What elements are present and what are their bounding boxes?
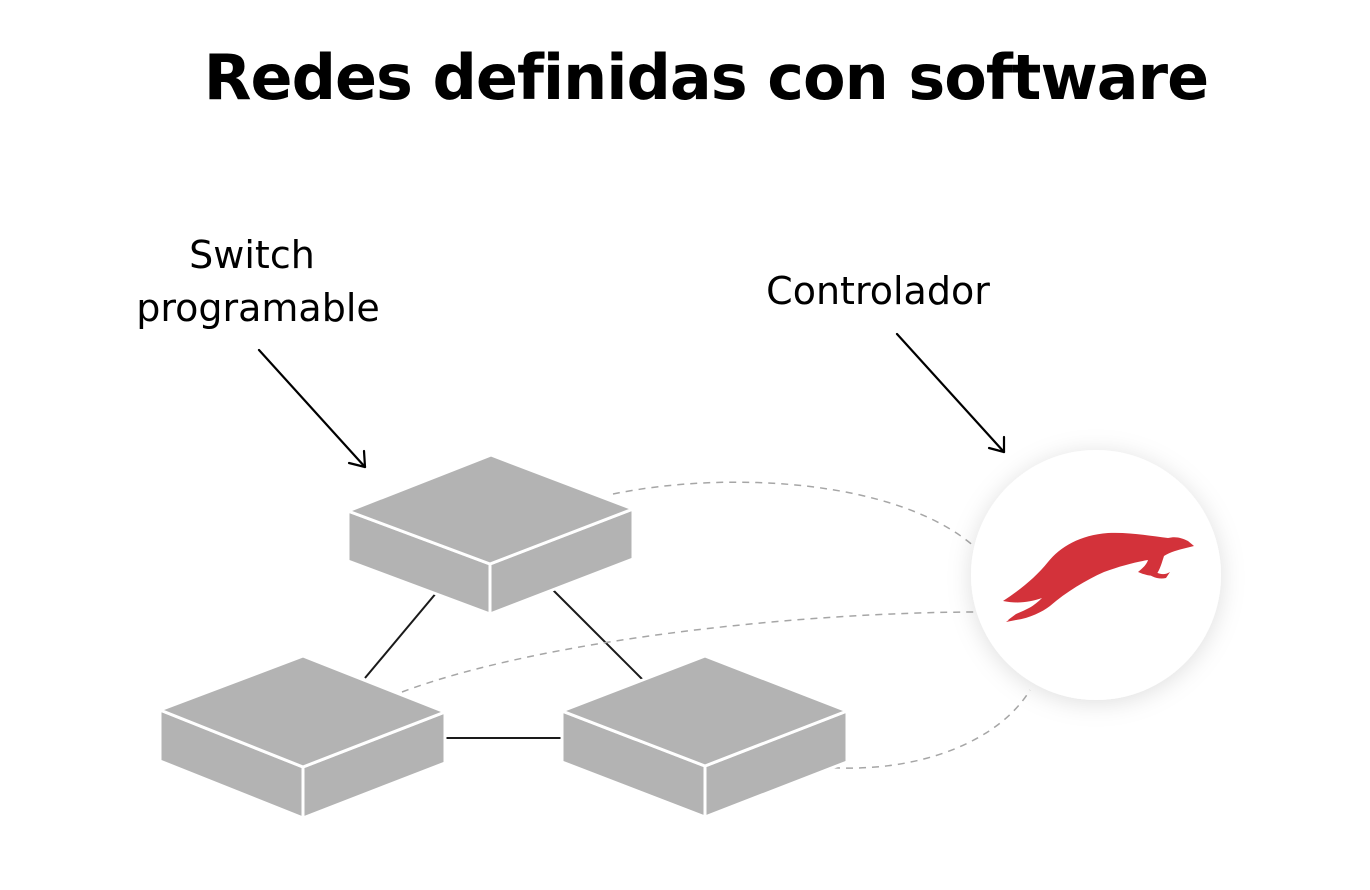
controller-label: Controlador — [766, 269, 990, 313]
physical-links — [364, 587, 644, 739]
switch-label-line1: Switch — [189, 233, 315, 277]
switch-label-line2: programable — [136, 286, 380, 330]
switch-bottom-right — [560, 654, 849, 819]
control-link-bottom-left — [401, 611, 981, 693]
link-top-right — [550, 587, 644, 681]
greyhound-logo-icon — [1003, 532, 1194, 622]
switch-arrow — [257, 348, 367, 469]
link-top-left — [364, 591, 438, 679]
page-title: Redes definidas con software — [204, 41, 1208, 114]
switch-top — [346, 453, 635, 616]
controller-arrow — [895, 332, 1006, 454]
switch-bottom-left — [158, 654, 447, 820]
control-link-bottom-right — [819, 689, 1031, 769]
control-link-top — [612, 481, 977, 549]
controller — [971, 450, 1221, 700]
control-links — [401, 481, 1031, 769]
